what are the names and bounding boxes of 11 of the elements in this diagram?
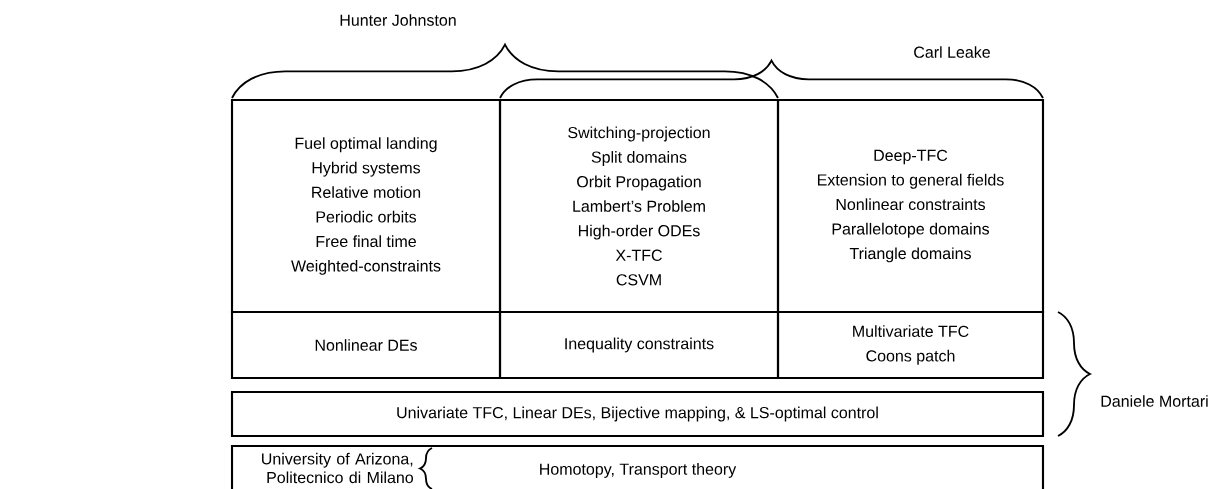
table-cell: Multivariate TFC Coons patch — [776, 310, 1045, 380]
author-label: Daniele Mortari — [1101, 395, 1208, 407]
table-cell: Switching-projection Split domains Orbit Propagation Lambert’s Problem High-order ODEs X-TFC CSVM — [498, 98, 780, 314]
table-cell: Inequality constraints — [498, 310, 780, 380]
author-label: Carl Leake — [914, 46, 990, 58]
table-cell: Nonlinear DEs — [230, 310, 502, 380]
author-label: University of Arizona, Politecnico di Milano — [262, 452, 413, 484]
table-cell: Univariate TFC, Linear DEs, Bijective mapping, & LS-optimal control — [230, 390, 1045, 438]
table-cell: Deep-TFC Extension to general fields Nonlinear constraints Parallelotope domains Triangle domains — [776, 98, 1045, 314]
table-cell: Fuel optimal landing Hybrid systems Relative motion Periodic orbits Free final time Weighted-constraints — [230, 98, 502, 314]
author-label: Hunter Johnston — [340, 14, 456, 26]
